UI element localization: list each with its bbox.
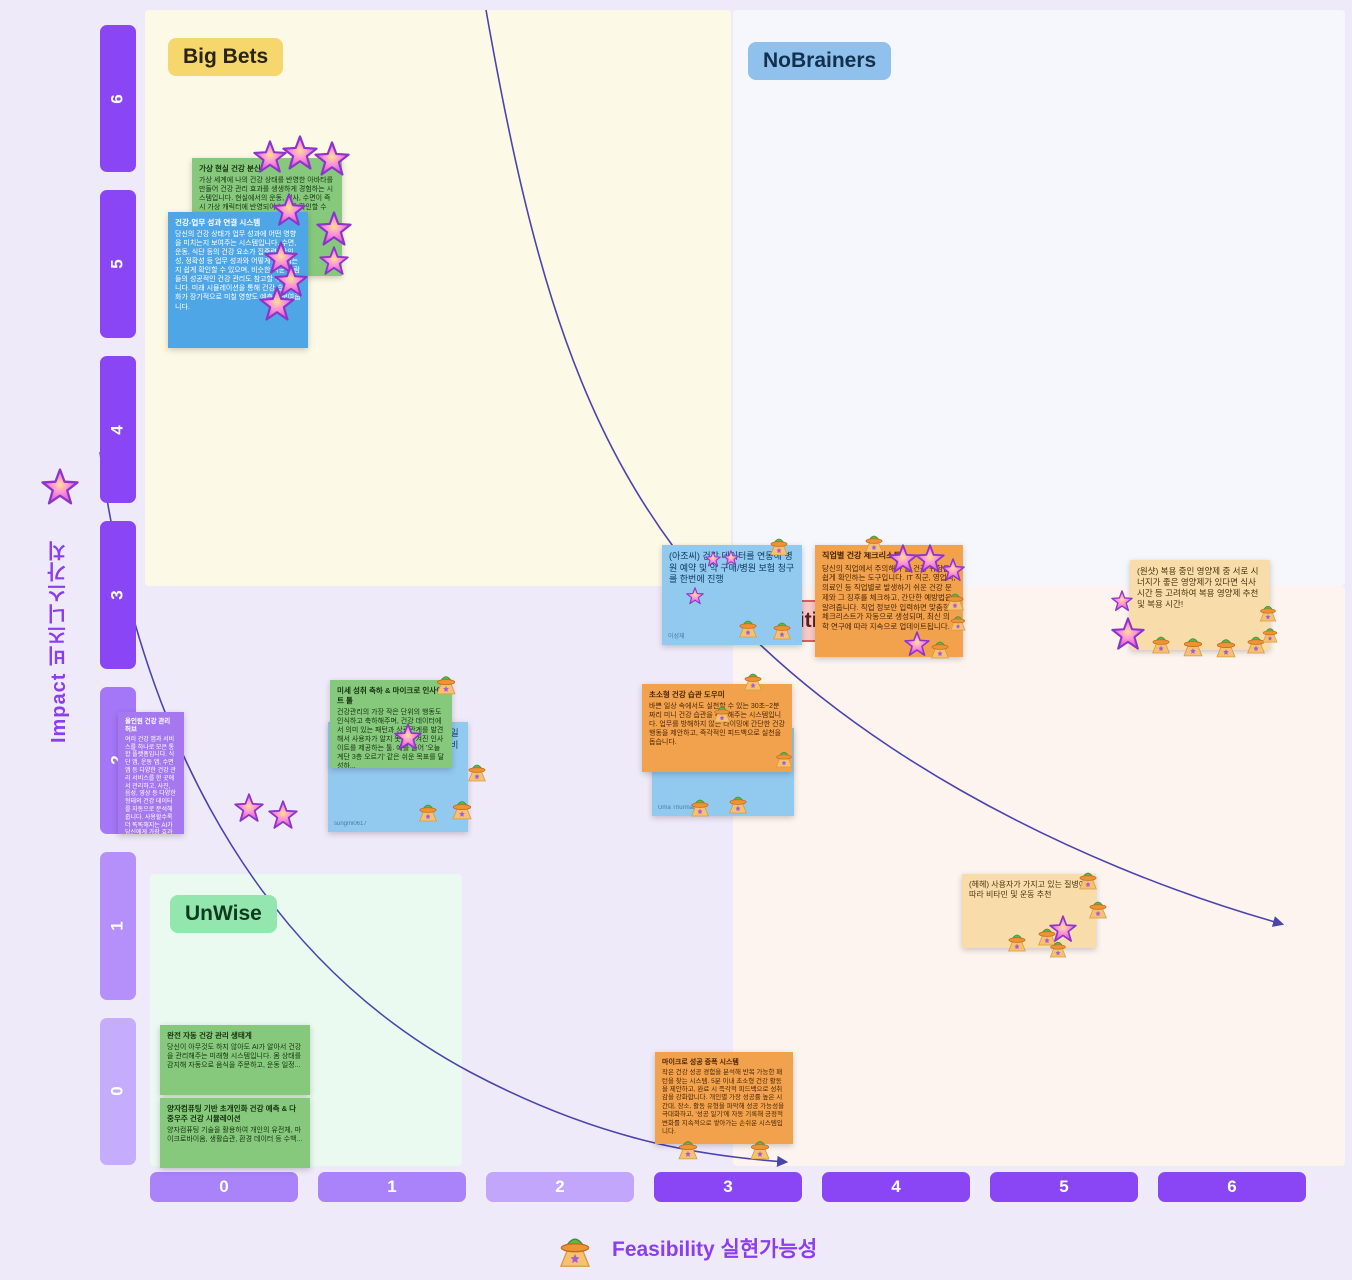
ufo-sticker-icon[interactable] [432, 667, 460, 695]
ufo-sticker-icon[interactable] [1046, 934, 1070, 958]
star-sticker-icon[interactable] [941, 558, 965, 582]
sticky-note-title: 양자컴퓨팅 기반 초개인화 건강 예측 & 다중우주 건강 시뮬레이션 [167, 1104, 297, 1123]
star-sticker-icon[interactable] [319, 246, 349, 276]
sticky-note-body: 당신이 아무것도 하지 않아도 AI가 알아서 건강을 관리해주는 미래형 시스… [167, 1043, 302, 1070]
star-sticker-icon[interactable] [394, 723, 422, 751]
star-sticker-icon[interactable] [268, 800, 298, 830]
sticky-note-body: (원샷) 복용 중인 영양제 중 서로 시너지가 좋은 영양제가 있다면 식사시… [1137, 566, 1259, 610]
ufo-sticker-icon[interactable] [725, 788, 751, 814]
star-sticker-icon[interactable] [705, 551, 721, 567]
quadrant-label-big-bets[interactable]: Big Bets [168, 38, 284, 76]
star-sticker-icon[interactable] [723, 550, 739, 566]
ufo-sticker-icon[interactable] [772, 744, 796, 768]
sticky-note-title: 가상 현실 건강 분신 [199, 164, 261, 173]
y-axis-tick-4: 4 [100, 355, 136, 504]
sticky-note-title: 완전 자동 건강 관리 생태계 [167, 1031, 252, 1040]
quadrant-label-nobrainers[interactable]: NoBrainers [748, 42, 892, 80]
star-sticker-icon[interactable] [1111, 617, 1145, 651]
y-axis-label: Impact 비즈니스가치 [48, 540, 70, 744]
sticky-note-author: 이성재 [668, 634, 685, 641]
sticky-note-body: 양자컴퓨팅 기술을 활용하여 개인의 유전체, 마이크로바이옴, 생활습관, 환… [167, 1126, 303, 1143]
ufo-sticker-icon[interactable] [1004, 926, 1030, 952]
star-sticker-icon[interactable] [272, 193, 306, 227]
y-axis-tick-1: 1 [100, 852, 136, 1000]
sticky-note-title: 건강-업무 성과 연결 시스템 [175, 218, 261, 227]
ufo-sticker-icon[interactable] [861, 527, 887, 553]
y-axis-tick-3: 3 [100, 521, 136, 669]
ufo-sticker-icon[interactable] [942, 585, 968, 611]
x-axis-tick-5: 5 [990, 1172, 1138, 1202]
sticky-note-author: sungmi0617 [334, 821, 367, 828]
ufo-sticker-icon[interactable] [1256, 598, 1280, 622]
ufo-sticker-icon[interactable] [740, 665, 766, 691]
star-sticker-icon[interactable] [253, 140, 287, 174]
star-sticker-icon[interactable] [1111, 590, 1133, 612]
sticky-note-body: 당신의 건강 상태가 업무 성과에 어떤 영향을 미치는지 보여주는 시스템입니… [175, 230, 301, 311]
y-axis-tick-5: 5 [100, 190, 136, 338]
y-axis-tick-6: 6 [100, 25, 136, 173]
star-sticker-icon[interactable] [686, 587, 704, 605]
ufo-sticker-icon[interactable] [1034, 920, 1060, 946]
ufo-sticker-icon[interactable] [415, 796, 441, 822]
ufo-sticker-icon[interactable] [553, 1224, 597, 1268]
x-axis-tick-1: 1 [318, 1172, 466, 1202]
x-axis-tick-6: 6 [1158, 1172, 1306, 1202]
ufo-sticker-icon[interactable] [947, 609, 969, 631]
ufo-sticker-icon[interactable] [1179, 629, 1207, 657]
ufo-sticker-icon[interactable] [766, 530, 792, 556]
sticky-note-body: 작은 건강 성공 경험을 분석해 반복 가능한 패턴을 찾는 시스템. 5분 이… [662, 1069, 785, 1136]
sticky-note-title: 올인원 건강 관리 허브 [125, 718, 171, 734]
star-sticker-icon[interactable] [41, 468, 79, 506]
y-axis-ticks: 6543210 [100, 25, 136, 1165]
ufo-sticker-icon[interactable] [746, 1132, 774, 1160]
x-axis-label: Feasibility 실현가능성 [612, 1238, 818, 1261]
ufo-sticker-icon[interactable] [735, 612, 761, 638]
ufo-sticker-icon[interactable] [1075, 864, 1101, 890]
y-axis-tick-0: 0 [100, 1017, 136, 1165]
sticky-note-body: 여러 건강 앱과 서비스를 하나로 모은 통합 플랫폼입니다. 식단 앱, 운동… [125, 736, 176, 834]
x-axis-tick-2: 2 [486, 1172, 634, 1202]
sticky-note-title: 미세 성취 축하 & 마이크로 인사이트 툴 [337, 686, 444, 705]
star-sticker-icon[interactable] [259, 286, 295, 322]
ufo-sticker-icon[interactable] [1085, 893, 1111, 919]
star-sticker-icon[interactable] [1049, 915, 1077, 943]
star-sticker-icon[interactable] [282, 135, 318, 171]
quadrant-label-unwise[interactable]: UnWise [170, 895, 277, 933]
ufo-sticker-icon[interactable] [769, 614, 795, 640]
nobrainers-quadrant-background [733, 10, 1345, 586]
ufo-sticker-icon[interactable] [927, 633, 953, 659]
ufo-sticker-icon[interactable] [1148, 628, 1174, 654]
ufo-sticker-icon[interactable] [1259, 621, 1281, 643]
ufo-sticker-icon[interactable] [448, 792, 476, 820]
star-sticker-icon[interactable] [888, 544, 918, 574]
ufo-sticker-icon[interactable] [687, 791, 713, 817]
ufo-sticker-icon[interactable] [710, 699, 734, 723]
ufo-sticker-icon[interactable] [1212, 630, 1240, 658]
star-sticker-icon[interactable] [264, 241, 298, 275]
star-sticker-icon[interactable] [316, 211, 352, 247]
ufo-sticker-icon[interactable] [674, 1132, 702, 1160]
star-sticker-icon[interactable] [314, 141, 350, 177]
sticky-note-body: (헤헤) 사용자가 가지고 있는 질병에 따라 비타민 및 운동 추천 [969, 880, 1087, 900]
ufo-sticker-icon[interactable] [464, 756, 490, 782]
star-sticker-icon[interactable] [274, 264, 308, 298]
sticky-note-title: 마이크로 성공 증폭 시스템 [662, 1059, 739, 1066]
x-axis-tick-0: 0 [150, 1172, 298, 1202]
x-axis-tick-3: 3 [654, 1172, 802, 1202]
x-axis-tick-4: 4 [822, 1172, 970, 1202]
sticky-note-body: 건강관리의 가장 작은 단위의 행동도 인식하고 축하해주며, 건강 데이터에서… [337, 708, 445, 768]
star-sticker-icon[interactable] [234, 793, 264, 823]
